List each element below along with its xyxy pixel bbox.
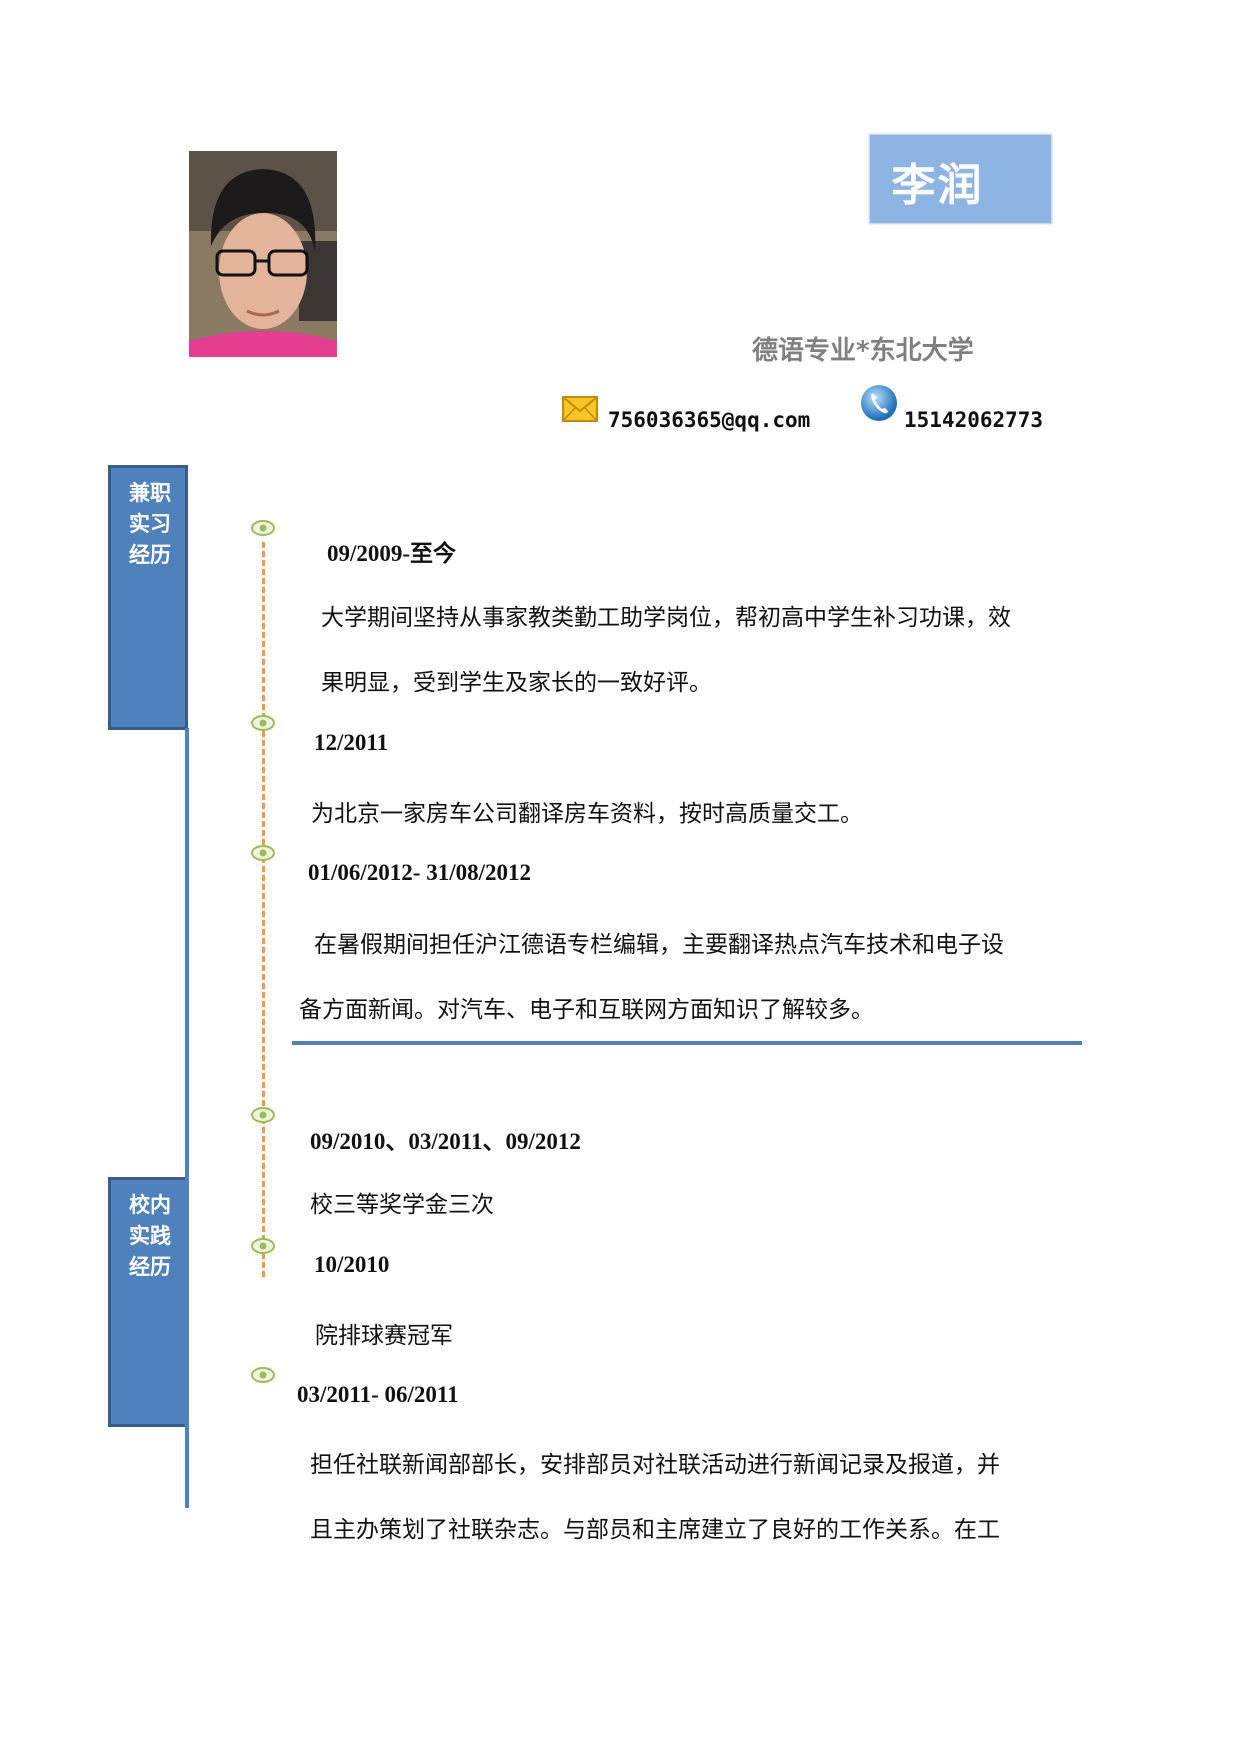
entry-description-line: 且主办策划了社联杂志。与部员和主席建立了良好的工作关系。在工 — [310, 1517, 1000, 1543]
section-connector-line — [185, 728, 189, 1508]
tab-label-line: 校内 — [129, 1193, 171, 1217]
timeline-dot-icon — [251, 845, 275, 861]
timeline-dot-icon — [251, 1238, 275, 1254]
candidate-name: 李润 — [891, 160, 984, 211]
section-tab-campus-experience: 校内 实践 经历 — [108, 1177, 188, 1427]
entry-date: 03/2011- 06/2011 — [297, 1382, 459, 1407]
entry-description-line: 备方面新闻。对汽车、电子和互联网方面知识了解较多。 — [299, 997, 874, 1023]
telephone-icon — [860, 384, 898, 422]
phone-number[interactable]: 15142062773 — [904, 408, 1044, 432]
timeline-dot-icon — [251, 1367, 275, 1383]
timeline-dot-icon — [251, 1107, 275, 1123]
entry-description-line: 在暑假期间担任沪江德语专栏编辑，主要翻译热点汽车技术和电子设 — [314, 932, 1004, 958]
tab-label-line: 经历 — [129, 1255, 171, 1279]
entry-date: 01/06/2012- 31/08/2012 — [308, 860, 531, 885]
timeline-dot-icon — [251, 715, 275, 731]
profile-photo — [189, 151, 337, 357]
entry-description-line: 果明显，受到学生及家长的一致好评。 — [321, 670, 712, 696]
name-box: 李润 — [869, 134, 1052, 224]
entry-date: 12/2011 — [314, 730, 389, 755]
section-tab-work-experience: 兼职 实习 经历 — [108, 465, 188, 730]
entry-description-line: 大学期间坚持从事家教类勤工助学岗位，帮初高中学生补习功课，效 — [321, 605, 1011, 631]
envelope-icon — [562, 396, 598, 422]
tab-label-line: 实习 — [129, 512, 171, 536]
entry-description-line: 为北京一家房车公司翻译房车资料，按时高质量交工。 — [311, 801, 863, 827]
entry-date: 10/2010 — [314, 1252, 390, 1277]
major-university: 德语专业*东北大学 — [752, 336, 974, 366]
entry-date: 09/2010、03/2011、09/2012 — [310, 1129, 581, 1154]
entry-description-line: 校三等奖学金三次 — [310, 1192, 494, 1218]
tab-label-line: 实践 — [129, 1224, 171, 1248]
timeline-dot-icon — [251, 520, 275, 536]
timeline-line — [262, 542, 265, 1277]
entry-description-line: 担任社联新闻部部长，安排部员对社联活动进行新闻记录及报道，并 — [310, 1452, 1000, 1478]
tab-label-line: 经历 — [129, 543, 171, 567]
entry-description-line: 院排球赛冠军 — [315, 1323, 453, 1349]
email-address[interactable]: 756036365@qq.com — [608, 408, 811, 432]
section-divider — [292, 1041, 1082, 1045]
tab-label-line: 兼职 — [129, 481, 171, 505]
entry-date: 09/2009-至今 — [327, 541, 457, 566]
